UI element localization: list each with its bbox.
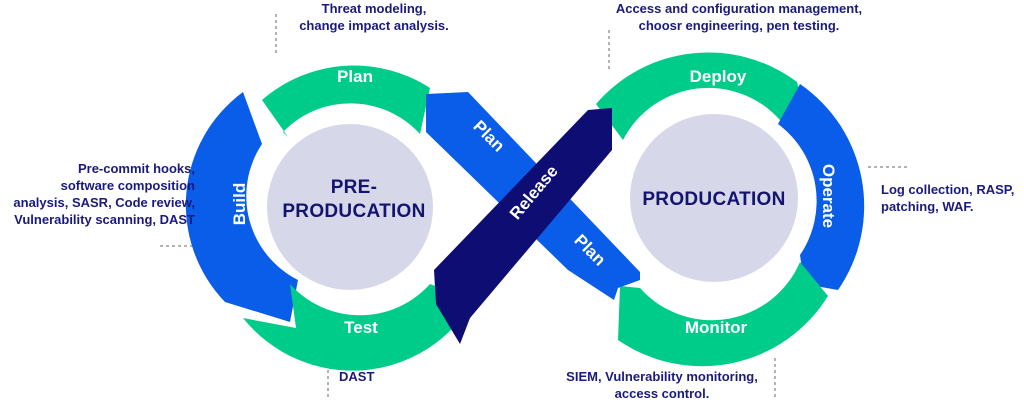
test-annotation-line: DAST	[339, 369, 375, 384]
monitor-annotation: SIEM, Vulnerability monitoring, access c…	[556, 368, 768, 402]
pre-production-line2: PRODUCATION	[282, 201, 425, 222]
build-annotation-line: analysis, SASR, Code review,	[13, 195, 195, 210]
operate-annotation-line: Log collection, RASP,	[881, 182, 1015, 197]
plan-annotation: Threat modeling, change impact analysis.	[284, 0, 464, 34]
monitor-segment	[618, 262, 828, 367]
build-label: Build	[230, 183, 249, 226]
monitor-annotation-line: access control.	[614, 386, 710, 401]
right-loop: Deploy Operate Monitor PRODUCATION	[596, 52, 865, 367]
operate-label: Operate	[819, 164, 838, 228]
deploy-annotation: Access and configuration management, cho…	[594, 0, 884, 34]
operate-segment	[778, 84, 865, 290]
pre-production-hub	[267, 124, 433, 290]
release-ribbon	[434, 108, 612, 344]
pre-production-line1: PRE-	[331, 177, 378, 198]
crossing-arrows: Plan Plan Release	[426, 92, 640, 344]
build-annotation-line: Vulnerability scanning, DAST	[14, 212, 195, 227]
deploy-annotation-line: Access and configuration management,	[615, 1, 863, 16]
deploy-segment	[596, 52, 806, 141]
build-annotation-line: software composition	[60, 178, 195, 193]
test-label: Test	[344, 318, 378, 337]
deploy-annotation-line: choosr engineering, pen testing.	[638, 18, 840, 33]
production-hub	[630, 114, 798, 282]
build-segment	[185, 92, 298, 322]
monitor-label: Monitor	[685, 318, 748, 337]
plan-annotation-line: change impact analysis.	[299, 18, 449, 33]
left-plan-segment	[262, 65, 430, 137]
test-segment	[243, 284, 474, 371]
monitor-annotation-line: SIEM, Vulnerability monitoring,	[566, 369, 758, 384]
test-annotation: DAST	[339, 368, 419, 385]
build-annotation: Pre-commit hooks, software composition a…	[0, 160, 195, 228]
build-annotation-line: Pre-commit hooks,	[77, 161, 195, 176]
production-hub-label: PRODUCATION	[642, 189, 785, 210]
deploy-label: Deploy	[690, 67, 747, 86]
operate-annotation: Log collection, RASP, patching, WAF.	[881, 181, 1024, 215]
operate-annotation-line: patching, WAF.	[881, 199, 974, 214]
left-loop: Plan Build Test PRE- PRODUCATION	[185, 65, 474, 371]
left-plan-label: Plan	[337, 67, 373, 86]
plan-annotation-line: Threat modeling,	[321, 1, 427, 16]
